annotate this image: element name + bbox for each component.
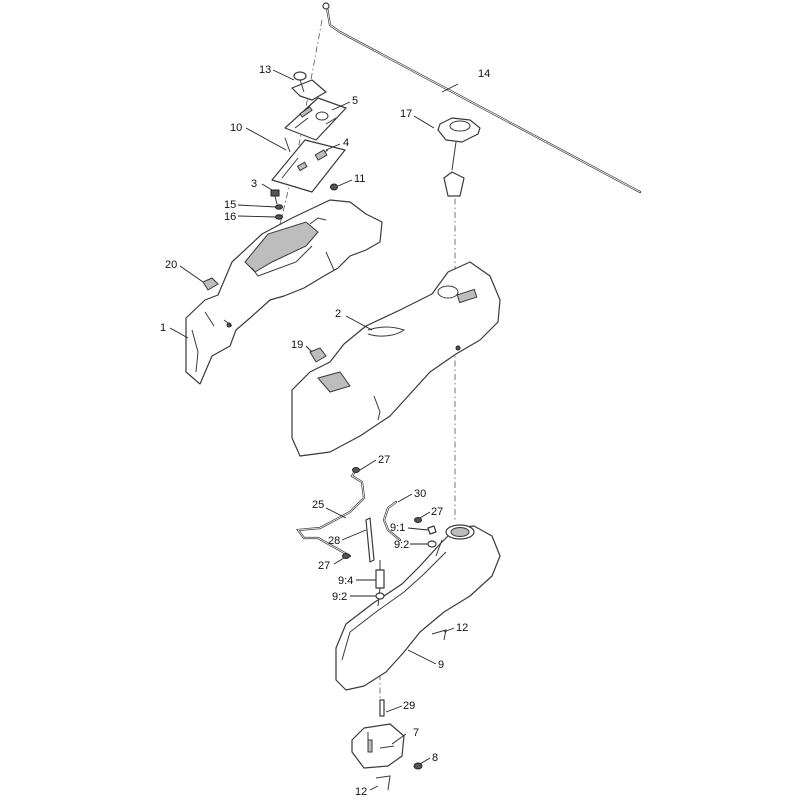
part-9-1-fitting[interactable] <box>427 525 437 535</box>
part-8-nut[interactable] <box>413 762 423 770</box>
callout-27-upper: 27 <box>378 454 390 466</box>
callout-labels: 13 14 5 17 10 4 3 11 15 16 20 1 2 19 27 … <box>160 64 490 798</box>
callout-17: 17 <box>400 108 412 120</box>
part-16-washer[interactable] <box>275 214 283 220</box>
part-7-bracket[interactable] <box>351 723 405 769</box>
callout-7: 7 <box>413 727 419 739</box>
part-5-upper-plate[interactable] <box>284 97 347 141</box>
part-27-clamp-upper[interactable] <box>352 467 360 473</box>
callout-12-lower: 12 <box>355 786 367 798</box>
part-25-hose[interactable] <box>295 468 366 558</box>
part-15-washer[interactable] <box>275 204 283 210</box>
callout-12-upper: 12 <box>456 622 468 634</box>
part-1-console-panel[interactable] <box>185 199 383 385</box>
part-19-grommet[interactable] <box>309 347 327 363</box>
callout-25: 25 <box>312 499 324 511</box>
part-17-fuel-cap[interactable] <box>437 117 481 197</box>
part-10-pin[interactable] <box>284 137 291 153</box>
part-30-vent-hose[interactable] <box>382 500 402 542</box>
callout-28: 28 <box>328 535 340 547</box>
part-9-4-valve[interactable] <box>375 560 385 589</box>
part-9-2-upper-fitting[interactable] <box>427 540 437 548</box>
part-3-bolt[interactable] <box>270 189 280 205</box>
part-9-fuel-tank[interactable] <box>335 524 501 691</box>
callout-14: 14 <box>478 68 490 80</box>
part-20-grommet[interactable] <box>202 277 219 291</box>
callout-4: 4 <box>343 137 349 149</box>
callout-15: 15 <box>224 199 236 211</box>
part-27-clamp-right[interactable] <box>414 517 422 523</box>
callout-9: 9 <box>438 659 444 671</box>
callout-9-2-upper: 9:2 <box>394 539 409 551</box>
part-11-nut[interactable] <box>330 183 338 191</box>
part-27-clamp-lower[interactable] <box>342 553 350 559</box>
part-12-tie-upper[interactable] <box>431 629 447 641</box>
callout-9-2-lower: 9:2 <box>332 591 347 603</box>
callout-11: 11 <box>354 173 365 185</box>
part-13-knob[interactable] <box>291 71 327 101</box>
callout-2: 2 <box>335 308 341 320</box>
part-28-strap[interactable] <box>365 517 375 563</box>
callout-9-1: 9:1 <box>390 522 405 534</box>
callout-29: 29 <box>403 700 415 712</box>
part-4-lower-plate[interactable] <box>271 139 346 193</box>
part-12-tie-lower[interactable] <box>375 775 391 791</box>
callout-3: 3 <box>251 178 257 190</box>
callout-13: 13 <box>259 64 271 76</box>
callout-16: 16 <box>224 211 236 223</box>
callout-30: 30 <box>414 488 426 500</box>
callout-5: 5 <box>352 95 358 107</box>
callout-19: 19 <box>291 339 303 351</box>
callout-1: 1 <box>160 322 166 334</box>
callout-27-lower: 27 <box>318 560 330 572</box>
part-2-body-panel[interactable] <box>291 261 501 457</box>
callout-8: 8 <box>432 752 438 764</box>
part-29-fitting[interactable] <box>379 699 385 717</box>
part-9-2-lower-fitting[interactable] <box>375 592 385 600</box>
leader-lines <box>169 69 459 791</box>
callout-27-right: 27 <box>431 506 443 518</box>
callout-20: 20 <box>165 259 177 271</box>
callout-9-4: 9:4 <box>338 575 353 587</box>
part-14-rod[interactable] <box>322 2 642 194</box>
callout-10: 10 <box>230 122 242 134</box>
